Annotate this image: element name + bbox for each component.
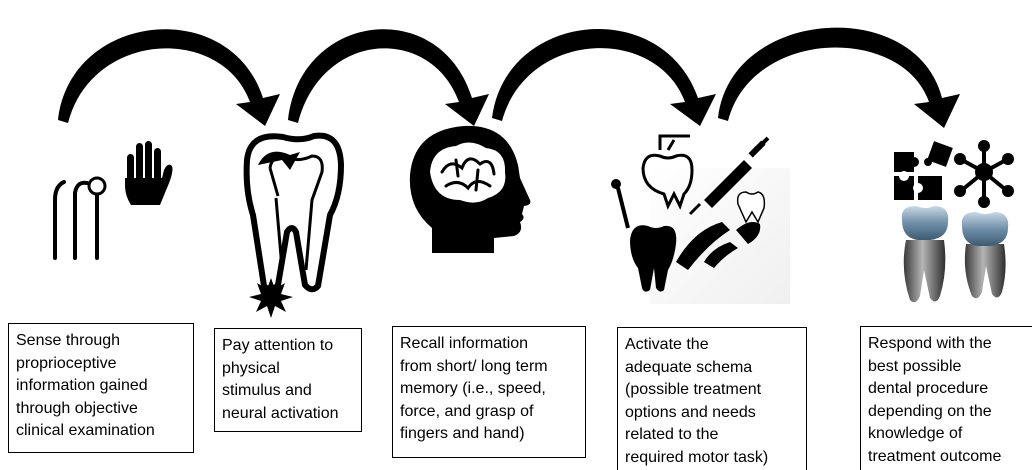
step-1-line-3: information gained (16, 377, 148, 394)
step-5-line-1: Respond with the (868, 335, 992, 352)
step-2-line-2: physical (222, 359, 280, 377)
step-1-sense-box: Sense through proprioceptive information… (8, 323, 194, 453)
step-5-line-3: dental procedure (868, 380, 989, 397)
small-tooth-icon (736, 191, 766, 224)
tooth-nerve-stimulus-icon (243, 132, 344, 318)
crowned-tooth-left-icon (901, 206, 949, 303)
step-5-respond-box: Respond with the best possible dental pr… (860, 326, 1032, 470)
step-1-line-4: through objective (16, 399, 138, 417)
step-5-line-5: knowledge of (868, 425, 963, 442)
dental-instruments-and-hand-icon (53, 141, 173, 260)
explorer-probe-icon (53, 176, 107, 260)
step-3-line-1: Recall information (400, 335, 529, 352)
network-icon (954, 140, 1014, 208)
curved-arrow-3-to-4 (492, 29, 716, 126)
puzzle-icon (894, 141, 953, 200)
forceps-icon (676, 222, 761, 270)
step-3-line-2: from short/ long term (400, 357, 548, 375)
step-4-activate-box: Activate the adequate schema (possible t… (617, 327, 807, 470)
step-1-line-5: clinical examination (16, 422, 155, 439)
step-4-line-4: options and needs (625, 403, 756, 421)
curved-arrow-1-to-2 (58, 29, 280, 126)
step-2-attention-box: Pay attention to physical stimulus and n… (214, 328, 362, 432)
step-1-line-1: Sense through (16, 332, 121, 349)
crack-bolt-icon (258, 151, 300, 170)
stimulus-burst-icon (249, 278, 293, 318)
hand-icon (125, 141, 173, 205)
extraction-tooth-icon (611, 179, 677, 292)
step-2-line-1: Pay attention to (222, 337, 334, 354)
crowned-tooth-right-icon (961, 212, 1009, 299)
step-3-line-3: memory (i.e., speed, (400, 380, 546, 397)
step-4-line-6: required motor task) (625, 448, 769, 466)
step-4-line-5: related to the (625, 426, 719, 443)
step-1-line-2: proprioceptive (16, 354, 117, 372)
step-4-line-2: adequate schema (625, 358, 753, 376)
step-4-line-3: (possible treatment (625, 381, 762, 398)
step-4-line-1: Activate the (625, 336, 709, 353)
step-3-line-4: force, and grasp of (400, 402, 534, 420)
curved-arrow-2-to-3 (288, 29, 489, 126)
step-5-line-2: best possible (868, 357, 962, 375)
step-3-line-5: fingers and hand) (400, 425, 525, 442)
step-5-line-4: depending on the (868, 402, 992, 420)
syringe-icon (688, 136, 770, 216)
step-5-line-6: treatment outcome (868, 447, 1002, 465)
dental-treatment-tools-icon (611, 134, 790, 304)
step-2-line-3: stimulus and (222, 382, 312, 399)
curved-arrow-4-to-5 (718, 27, 960, 128)
step-2-line-4: neural activation (222, 404, 339, 422)
step-3-recall-box: Recall information from short/ long term… (392, 326, 586, 458)
root-canal-tooth-icon (641, 134, 694, 210)
head-brain-icon (409, 125, 531, 253)
puzzle-network-crowned-teeth-icon (894, 140, 1014, 303)
